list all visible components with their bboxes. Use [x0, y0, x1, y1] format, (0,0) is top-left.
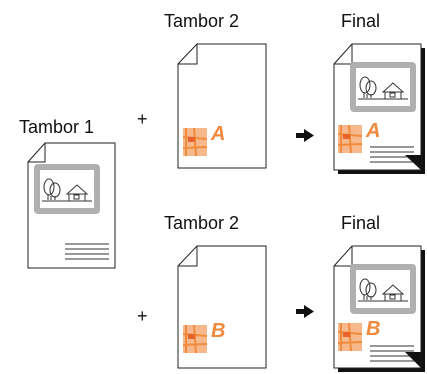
badge-b-final: B [366, 318, 380, 340]
drum2-bottom-label: Tambor 2 [164, 213, 239, 233]
plus-bottom: + [137, 306, 148, 326]
drum1-label: Tambor 1 [19, 117, 94, 137]
drum2-top-label: Tambor 2 [164, 11, 239, 31]
map-icon [182, 127, 208, 157]
map-icon [182, 324, 208, 354]
arrow-right-icon [296, 305, 314, 318]
final-bottom-label: Final [341, 213, 380, 233]
badge-a-final: A [365, 120, 380, 142]
map-icon [337, 322, 363, 352]
picture-icon [349, 263, 417, 315]
picture-icon [349, 61, 417, 113]
badge-b: B [211, 320, 225, 342]
drum2-top-page: A [177, 43, 267, 169]
picture-icon [33, 163, 101, 215]
final-top-page: A [333, 43, 425, 174]
final-bottom-page: B [333, 245, 425, 372]
badge-a: A [210, 123, 225, 145]
drum2-bottom-page: B [177, 245, 267, 369]
final-top-label: Final [341, 11, 380, 31]
plus-top: + [137, 109, 148, 129]
arrow-right-icon [296, 129, 314, 142]
map-icon [337, 124, 363, 154]
drum1-page [27, 142, 116, 269]
